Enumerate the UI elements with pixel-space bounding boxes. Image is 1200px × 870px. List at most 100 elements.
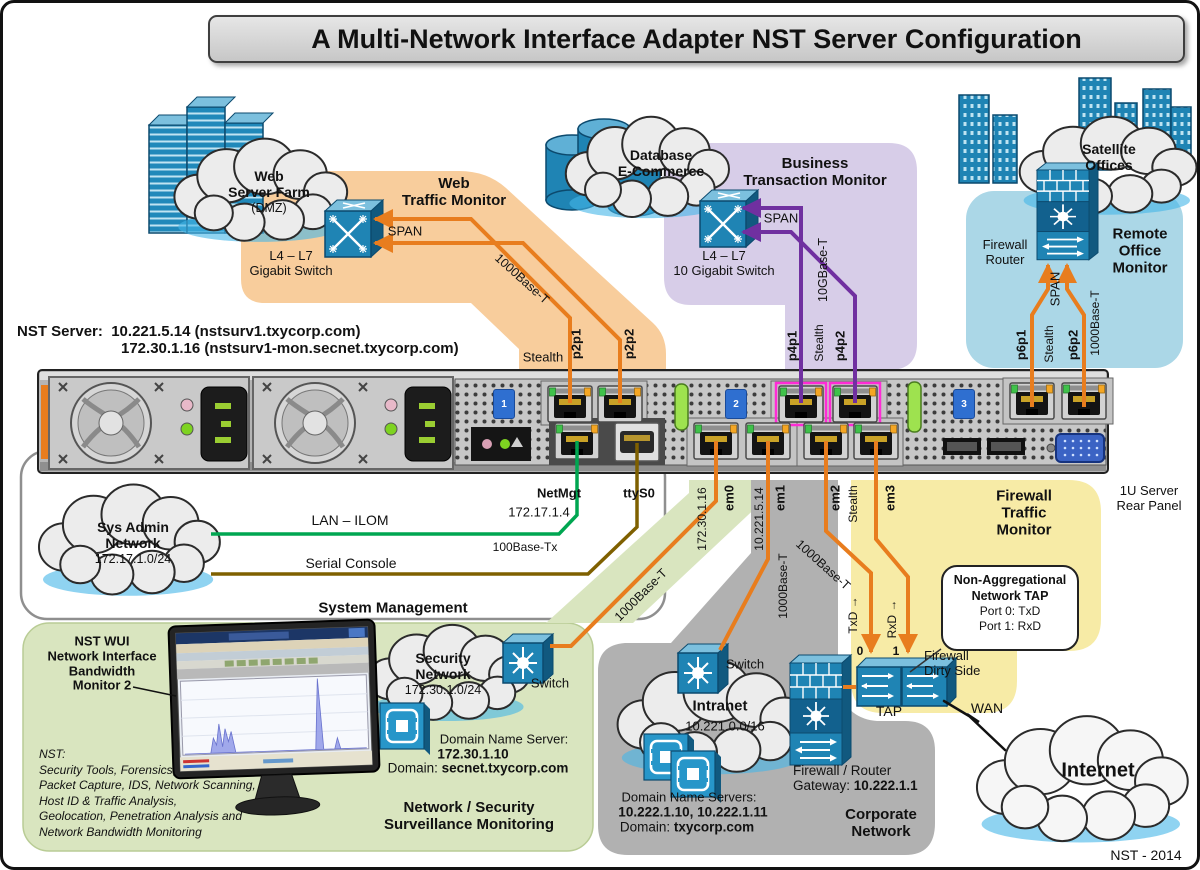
network-devices bbox=[167, 161, 1099, 816]
business-l4-switch bbox=[698, 188, 760, 249]
system-management-title: System Management bbox=[318, 599, 468, 617]
corporate-switch-label: Switch bbox=[725, 656, 765, 672]
wan-lightning-link bbox=[942, 699, 1007, 752]
netmgt-ip-label: 172.17.1.4 bbox=[508, 504, 570, 520]
port-label-em0: em0 bbox=[721, 484, 737, 512]
network-tap-device bbox=[855, 656, 958, 708]
pcie-slot-3-tag: 3 bbox=[953, 389, 975, 419]
corporate-domain: Domain: txycorp.com bbox=[619, 819, 755, 835]
business-span-line-2 bbox=[741, 222, 857, 403]
tap-label: TAP bbox=[875, 703, 903, 720]
corporate-dns-label: Domain Name Servers: bbox=[621, 789, 757, 805]
port-label-em3: em3 bbox=[882, 484, 898, 512]
psu-latch-strip bbox=[41, 385, 49, 459]
intranet-subnet-label: 10.221.0.0/16 bbox=[685, 718, 765, 734]
nst-server-label: NST Server: bbox=[17, 323, 103, 340]
serial-console-line bbox=[211, 443, 639, 576]
diagram-graphics bbox=[19, 77, 1197, 855]
lan-ilom-label: LAN – ILOM bbox=[311, 512, 389, 529]
tap-port1-label: 1 bbox=[892, 644, 900, 659]
business-media-label: 10GBase-T bbox=[815, 238, 830, 302]
business-span-line-1 bbox=[741, 198, 803, 403]
tap-note-pointer bbox=[909, 648, 942, 673]
em3-rxd-line bbox=[874, 441, 918, 654]
business-stealth-label: Stealth bbox=[812, 324, 827, 362]
security-dns-server-icon bbox=[378, 701, 432, 757]
pcie-slot-1-tag: 1 bbox=[493, 389, 515, 419]
em1-line bbox=[718, 441, 770, 651]
port-label-p4p2: p4p2 bbox=[832, 330, 848, 362]
security-dns-label: Domain Name Server: bbox=[439, 731, 569, 747]
netmgt-label: NetMgt bbox=[536, 485, 582, 501]
ttys0-label: ttyS0 bbox=[623, 485, 655, 501]
bandwidth-graph bbox=[184, 678, 367, 755]
port-label-em1: em1 bbox=[772, 484, 788, 512]
port-label-p6p2: p6p2 bbox=[1065, 329, 1081, 361]
remote-span-line-2 bbox=[1057, 263, 1086, 407]
wui-pointer bbox=[132, 686, 177, 697]
web-span-label: SPAN bbox=[387, 223, 423, 239]
pcie-slot-2-tag: 2 bbox=[725, 389, 747, 419]
connection-lines bbox=[132, 198, 1086, 752]
web-server-farm-label: Web Server Farm (DMZ) bbox=[228, 167, 310, 215]
corporate-firewall-router bbox=[789, 654, 852, 766]
power-supply-1 bbox=[48, 376, 250, 470]
footer-credit: NST - 2014 bbox=[1110, 847, 1182, 864]
txd-label: TxD → bbox=[846, 596, 861, 634]
wan-label: WAN bbox=[970, 700, 1004, 717]
nst-wui-monitor bbox=[167, 618, 381, 816]
web-l4-switch bbox=[323, 198, 385, 259]
security-domain: Domain: secnet.txycorp.com bbox=[387, 760, 569, 776]
business-span-label: SPAN bbox=[763, 210, 799, 226]
serial-console-label: Serial Console bbox=[305, 555, 397, 572]
nst-server-info: NST Server: 10.221.5.14 (nstsurv1.txycor… bbox=[17, 323, 459, 357]
server-rear-panel bbox=[37, 369, 1114, 474]
remote-span-label: SPAN bbox=[1047, 271, 1063, 307]
security-dns-ip: 172.30.1.10 bbox=[437, 746, 509, 762]
security-band-arm bbox=[546, 480, 763, 623]
intranet-label: Intranet bbox=[692, 697, 748, 715]
sys-media-label: 100Base-Tx bbox=[492, 540, 558, 555]
em2-txd-line bbox=[824, 441, 881, 654]
tap-note-box: Non-Aggregational Network TAP Port 0: Tx… bbox=[941, 565, 1079, 651]
remote-span-line-1 bbox=[1030, 263, 1058, 407]
corp-media-label: 1000Base-T bbox=[776, 553, 791, 619]
fwmon-stealth-label: Stealth bbox=[846, 485, 861, 523]
corporate-dns-ips: 10.222.1.10, 10.222.1.11 bbox=[618, 804, 768, 820]
tap-port0-label: 0 bbox=[856, 644, 864, 659]
security-switch-label: Switch bbox=[530, 675, 570, 691]
nst-server-ip2: 172.30.1.16 (nstsurv1-mon.secnet.txycorp… bbox=[121, 340, 459, 358]
nst-tools-note: NST:Security Tools, Forensics, Packet Ca… bbox=[39, 747, 256, 839]
remote-media-label: 1000Base-T bbox=[1088, 290, 1103, 356]
port-label-p4p1: p4p1 bbox=[784, 330, 800, 362]
web-stealth-label: Stealth bbox=[522, 349, 564, 365]
sys-admin-cloud-label: Sys Admin Network 172.17.1.0/24 bbox=[94, 518, 172, 566]
nst-server-ip1: 10.221.5.14 (nstsurv1.txycorp.com) bbox=[111, 323, 361, 340]
security-network-cloud-label: Security Network 172.30.1.0/24 bbox=[404, 649, 482, 697]
remote-firewall-router bbox=[1036, 161, 1099, 261]
em1-ip-label: 10.221.5.14 bbox=[752, 487, 767, 551]
lan-ilom-line bbox=[211, 441, 579, 536]
port-label-p6p1: p6p1 bbox=[1013, 329, 1029, 361]
port-label-em2: em2 bbox=[827, 484, 843, 512]
rxd-label: RxD → bbox=[885, 599, 900, 639]
port-label-p2p2: p2p2 bbox=[621, 328, 637, 360]
remote-stealth-label: Stealth bbox=[1042, 325, 1057, 363]
page-title: A Multi-Network Interface Adapter NST Se… bbox=[208, 15, 1185, 63]
port-label-p2p1: p2p1 bbox=[568, 328, 584, 360]
web-span-line-2 bbox=[373, 233, 622, 403]
